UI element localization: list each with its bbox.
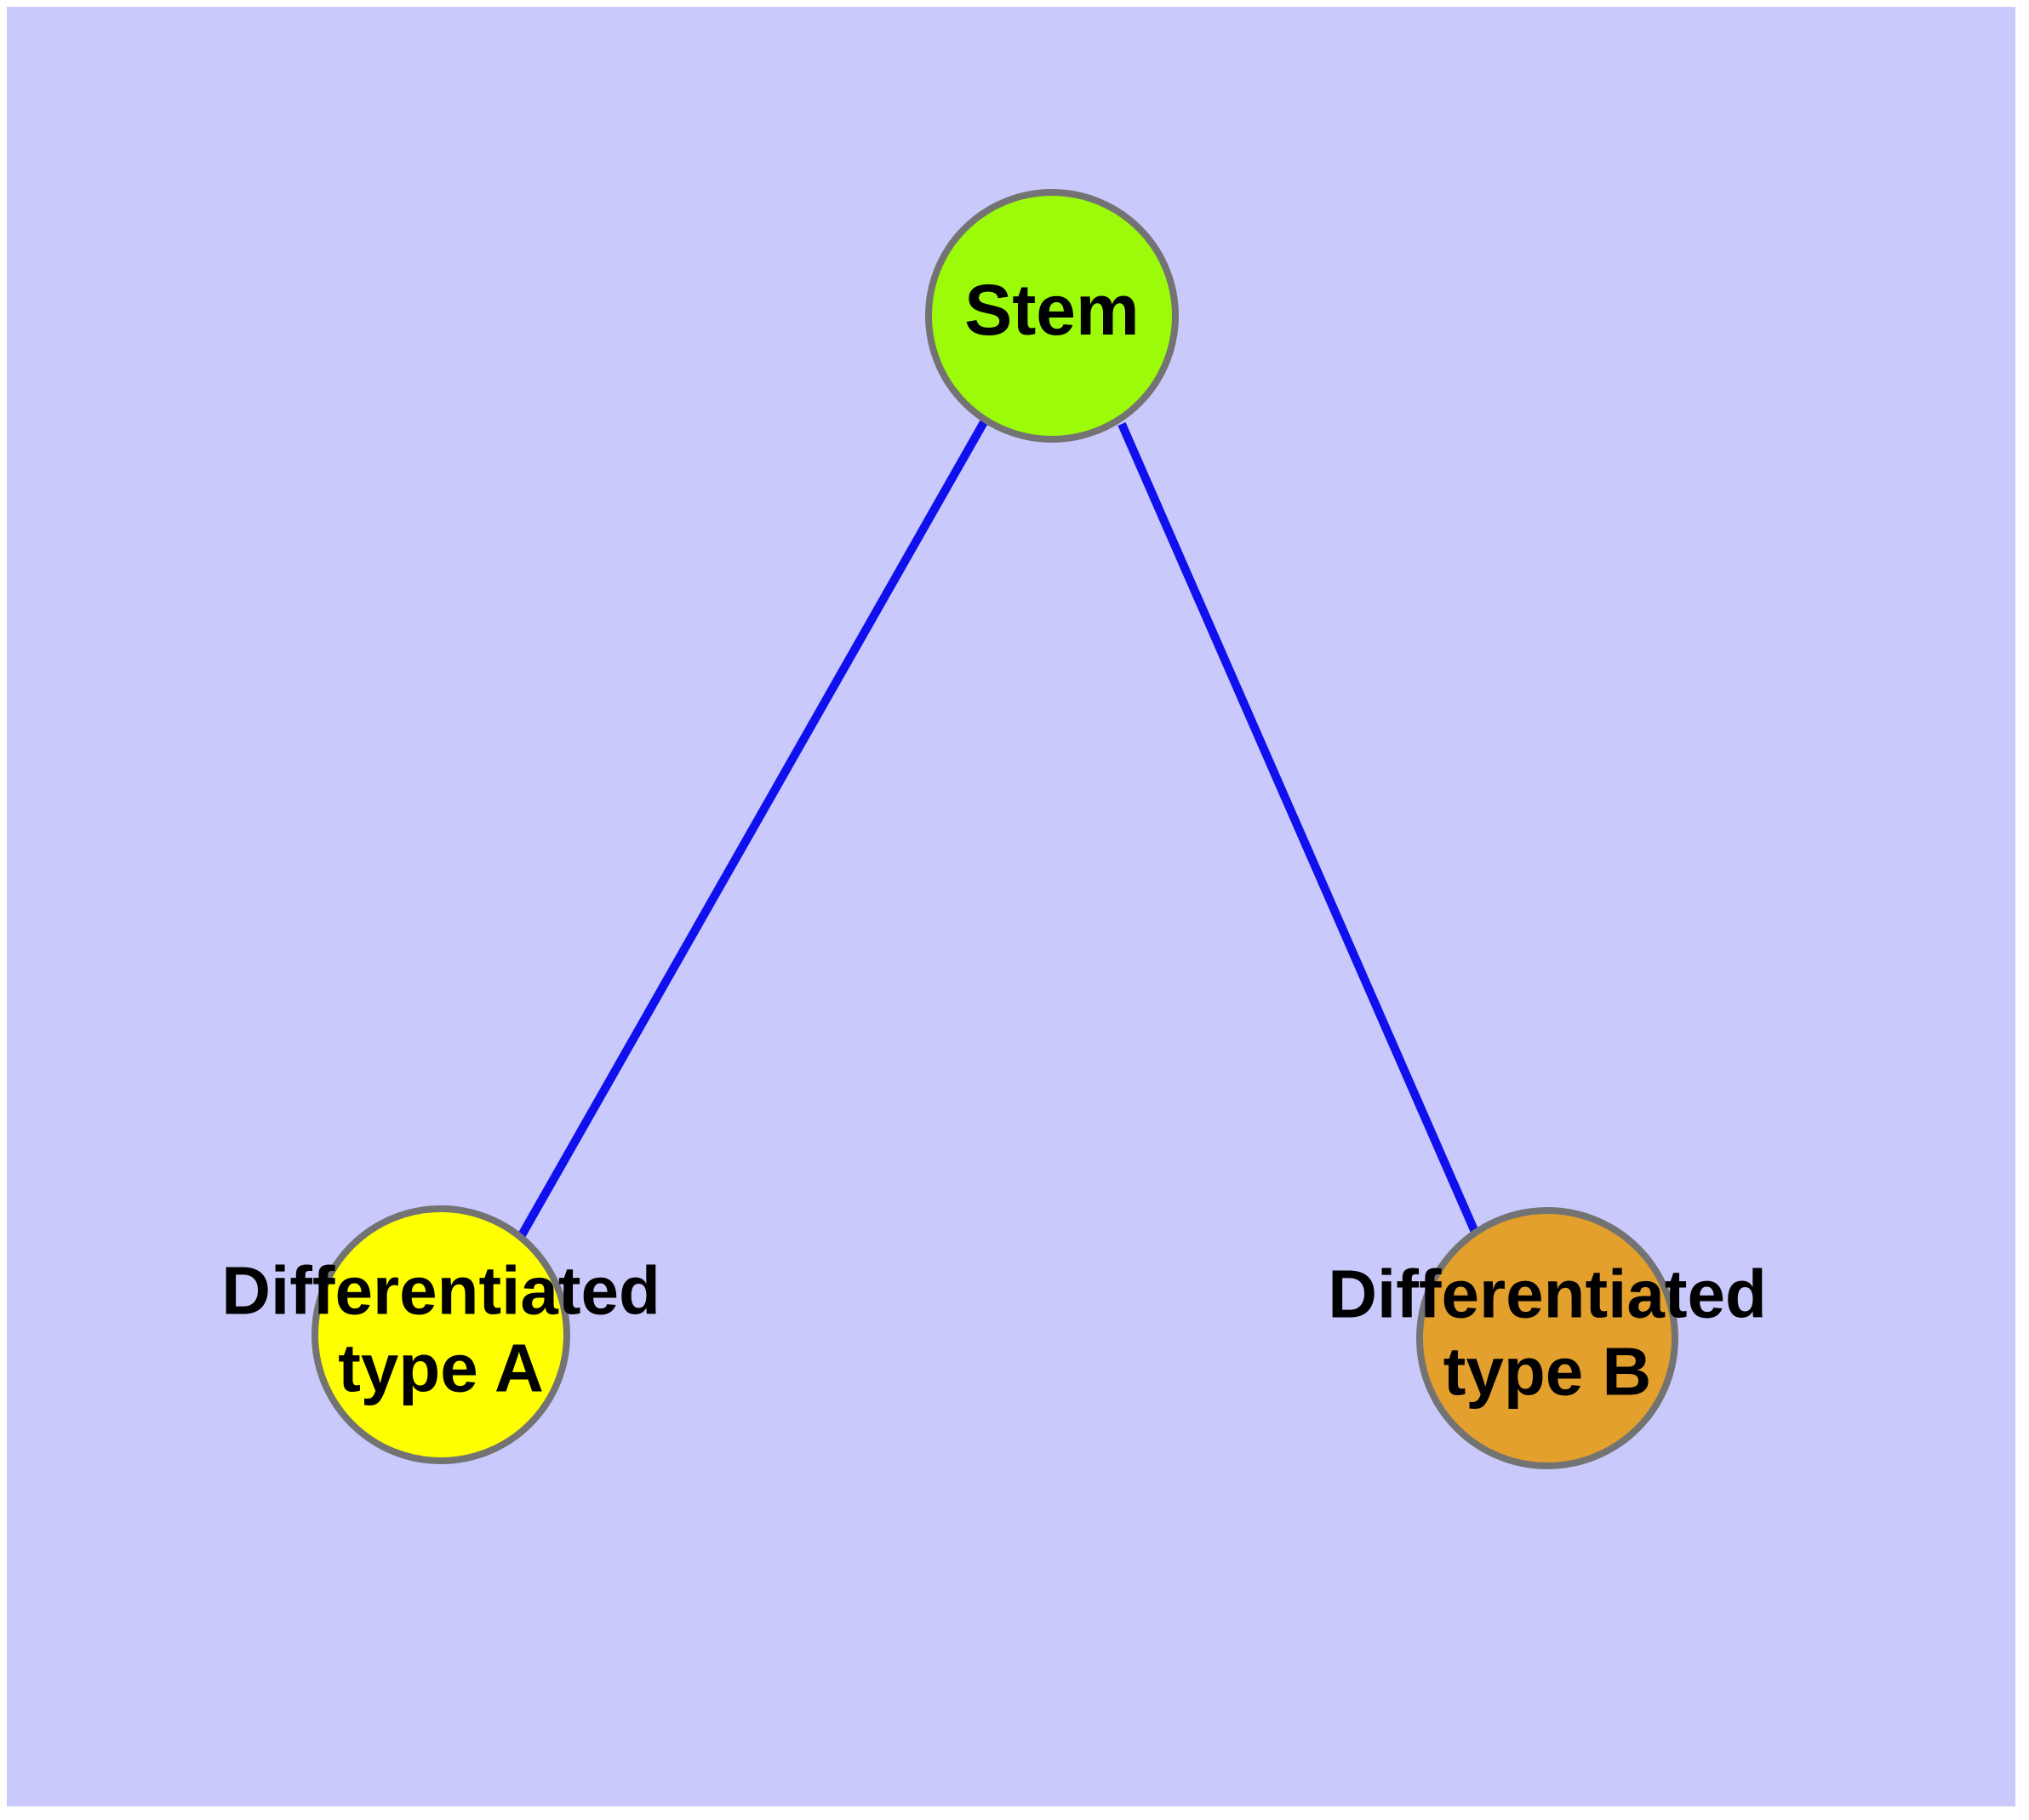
node-layer: Stem Differentiated type A Differentiate… — [221, 189, 1767, 1469]
node-differentiated-type-a-label-line-2: type A — [338, 1331, 544, 1406]
node-stem-label: Stem — [964, 270, 1139, 350]
node-differentiated-type-a-circle[interactable] — [311, 1205, 570, 1464]
node-differentiated-type-a[interactable]: Differentiated type A — [221, 1205, 660, 1464]
edge-stem-to-differentiated-b[interactable] — [1117, 421, 1482, 1240]
node-stem-circle[interactable] — [925, 189, 1179, 443]
edge-stem-to-differentiated-a[interactable] — [517, 420, 988, 1238]
node-differentiated-type-b-label-line-1: Differentiated — [1328, 1256, 1767, 1332]
node-stem[interactable]: Stem — [925, 189, 1179, 443]
node-differentiated-type-b[interactable]: Differentiated type B — [1328, 1207, 1767, 1469]
node-differentiated-type-b-label-line-2: type B — [1443, 1334, 1652, 1410]
node-differentiated-type-b-circle[interactable] — [1416, 1207, 1678, 1469]
node-differentiated-type-a-label-line-1: Differentiated — [221, 1253, 660, 1329]
edge-layer — [517, 420, 1482, 1240]
